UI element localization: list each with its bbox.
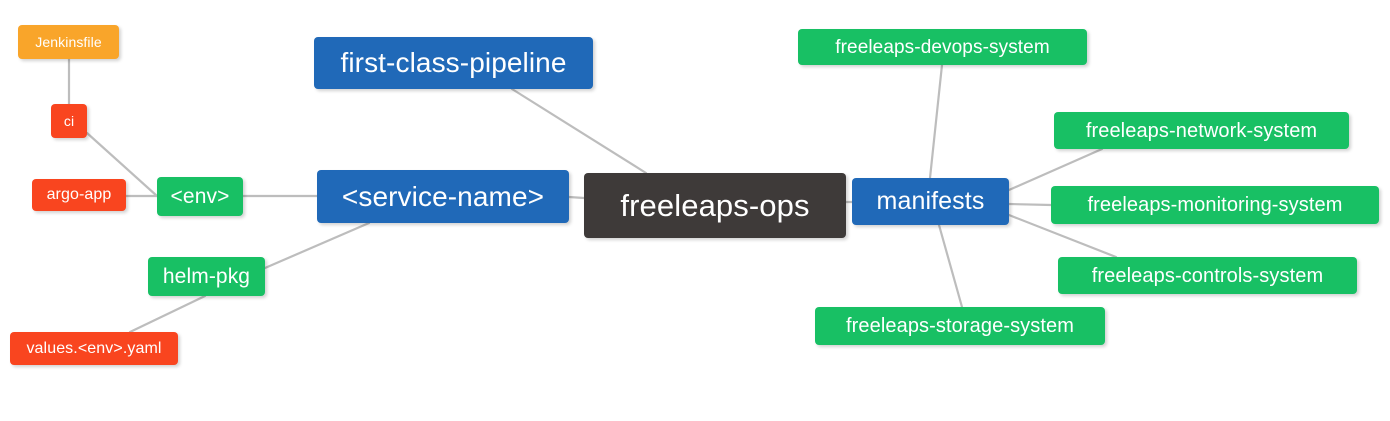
node-service-name[interactable]: <service-name>: [317, 170, 569, 223]
node-values-env-yaml[interactable]: values.<env>.yaml: [10, 332, 178, 365]
node-freeleaps-monitoring-system[interactable]: freeleaps-monitoring-system: [1051, 186, 1379, 224]
node-root-freeleaps-ops[interactable]: freeleaps-ops: [584, 173, 846, 238]
edge-first-class-pipeline-root: [510, 87, 648, 175]
node-jenkinsfile[interactable]: Jenkinsfile: [18, 25, 119, 59]
node-env[interactable]: <env>: [157, 177, 243, 216]
edge-service-name-root: [567, 195, 586, 200]
node-freeleaps-network-system[interactable]: freeleaps-network-system: [1054, 112, 1349, 149]
node-first-class-pipeline[interactable]: first-class-pipeline: [314, 37, 593, 89]
node-manifests[interactable]: manifests: [852, 178, 1009, 225]
edge-values-helm-pkg: [128, 294, 207, 334]
edge-manifests-network: [1007, 147, 1104, 192]
edge-manifests-devops: [928, 63, 944, 180]
edge-helm-pkg-service-name: [263, 221, 371, 270]
node-freeleaps-controls-system[interactable]: freeleaps-controls-system: [1058, 257, 1357, 294]
node-freeleaps-storage-system[interactable]: freeleaps-storage-system: [815, 307, 1105, 345]
edge-manifests-monitoring: [1007, 202, 1053, 207]
node-ci[interactable]: ci: [51, 104, 87, 138]
node-helm-pkg[interactable]: helm-pkg: [148, 257, 265, 296]
node-freeleaps-devops-system[interactable]: freeleaps-devops-system: [798, 29, 1087, 65]
edge-manifests-storage: [937, 223, 964, 309]
node-argo-app[interactable]: argo-app: [32, 179, 126, 211]
